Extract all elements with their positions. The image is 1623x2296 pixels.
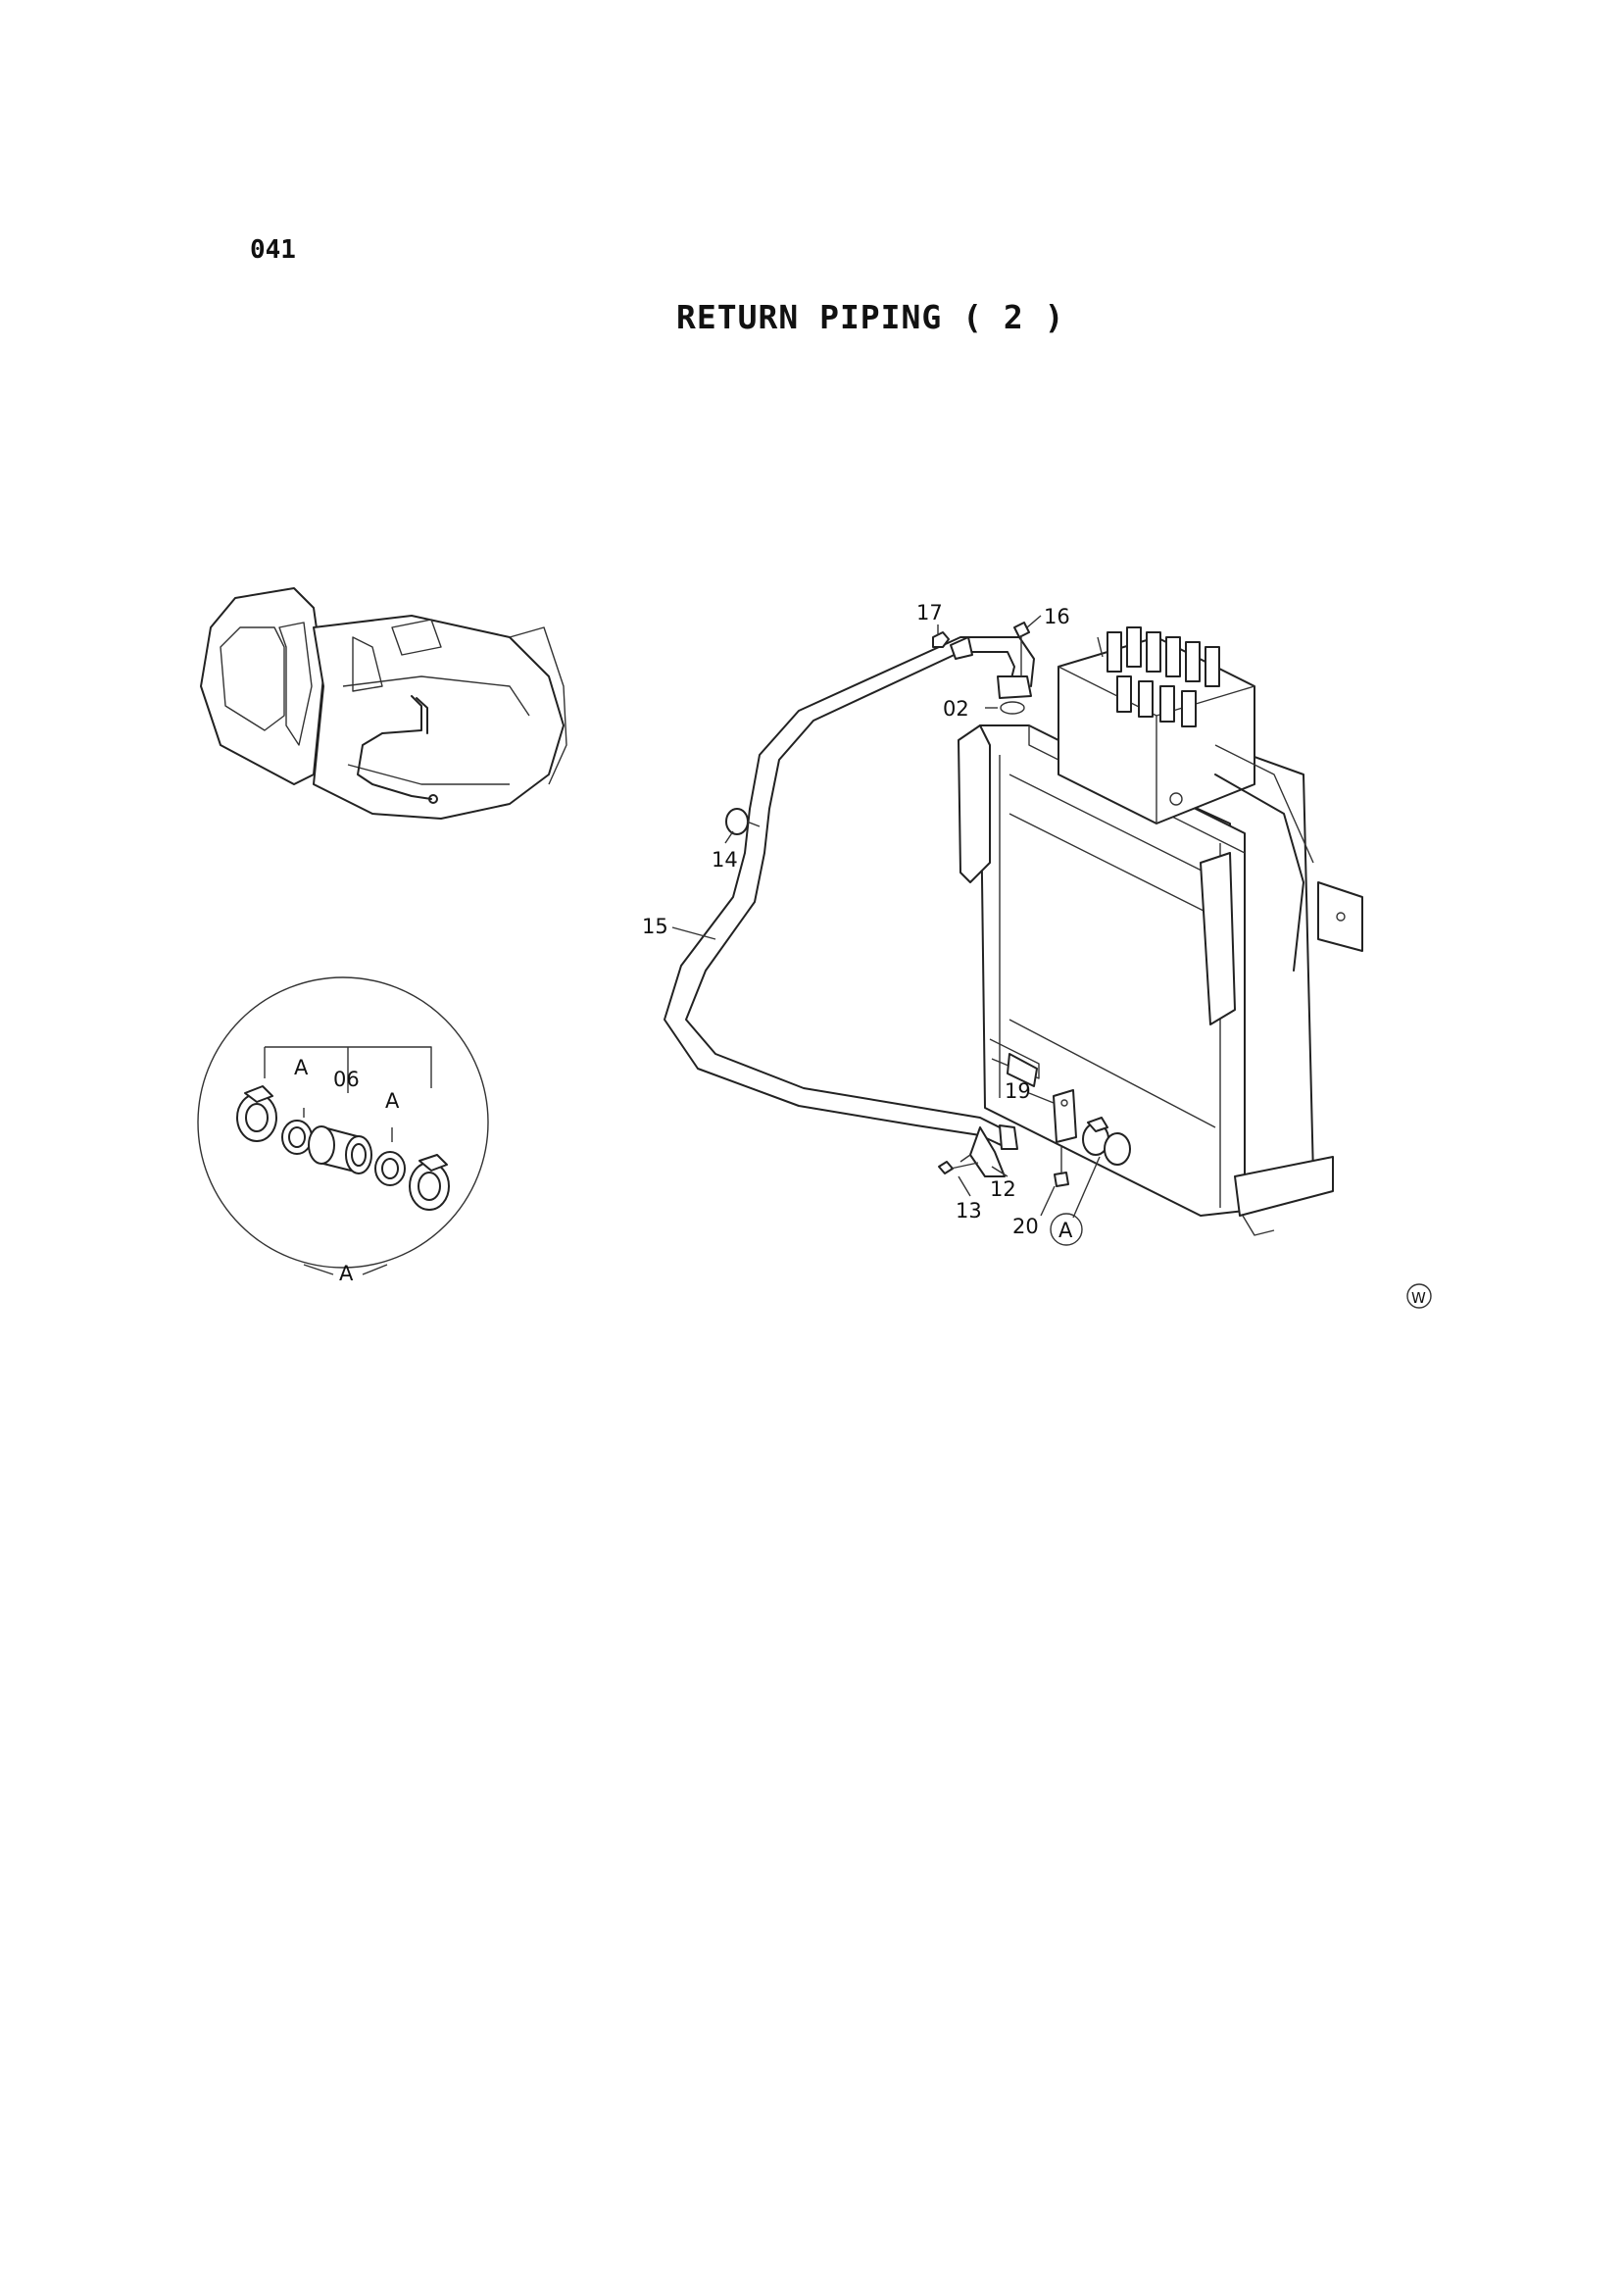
page-code: 041 xyxy=(250,235,296,265)
callout-16: 16 xyxy=(1044,605,1070,628)
callout-12: 12 xyxy=(990,1177,1016,1201)
cooler-assembly xyxy=(958,685,1363,1236)
detail-label-a-bottom: A xyxy=(339,1262,354,1285)
corner-mark: W xyxy=(1406,1283,1432,1309)
bracket-19 xyxy=(1053,1089,1077,1143)
callout-02: 02 xyxy=(943,697,969,721)
detail-callout-a-label: A xyxy=(1058,1219,1073,1242)
hose-06 xyxy=(308,1125,372,1174)
callout-15: 15 xyxy=(642,915,668,938)
hose-clamps-a xyxy=(1082,1117,1131,1166)
leader-lines xyxy=(671,615,1101,1219)
callout-17: 17 xyxy=(916,601,943,624)
bushing-left xyxy=(281,1120,313,1155)
detail-label-06: 06 xyxy=(333,1068,360,1091)
detail-label-a-left: A xyxy=(294,1056,309,1079)
callout-19: 19 xyxy=(1005,1079,1031,1103)
callout-14: 14 xyxy=(712,848,738,872)
bushing-right xyxy=(374,1151,406,1186)
detail-callout-a: A xyxy=(1050,1213,1083,1246)
control-valve-block xyxy=(1057,626,1314,972)
detail-view-a: A 06 A A xyxy=(197,976,489,1285)
corner-mark-label: W xyxy=(1411,1289,1426,1307)
return-pipe-15 xyxy=(664,636,1035,1150)
detail-label-a-right: A xyxy=(385,1089,400,1113)
hose-clamp-right xyxy=(409,1154,450,1211)
callout-13: 13 xyxy=(956,1199,982,1223)
fitting-14 xyxy=(725,808,761,835)
bolt-13 xyxy=(938,1161,979,1174)
nut-17 xyxy=(932,631,950,648)
bolt-20 xyxy=(1054,1147,1069,1187)
hose-clamp-left xyxy=(236,1085,277,1142)
valve-spools xyxy=(1107,626,1220,727)
bolt-16 xyxy=(1013,622,1030,676)
callout-20: 20 xyxy=(1012,1215,1039,1238)
clamp-12 xyxy=(959,1126,1006,1177)
page-title: RETURN PIPING ( 2 ) xyxy=(676,298,1065,336)
excavator-overview-illustration xyxy=(200,587,567,820)
